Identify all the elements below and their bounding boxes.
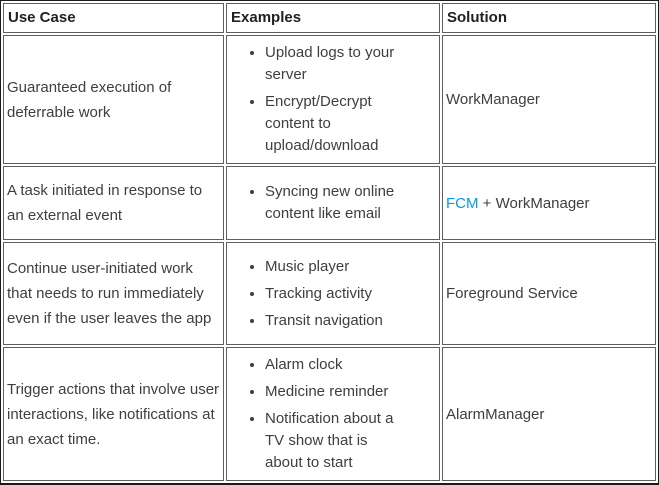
column-header-solution: Solution: [442, 3, 656, 33]
examples-list: Music player Tracking activity Transit n…: [227, 256, 406, 332]
example-item: Tracking activity: [265, 283, 406, 305]
solution-text: WorkManager: [446, 91, 540, 108]
example-item: Upload logs to your server: [265, 42, 406, 86]
use-case-cell: Guaranteed execution of deferrable work: [3, 35, 224, 164]
solution-text: AlarmManager: [446, 405, 545, 423]
table-row-guaranteed-deferrable: Guaranteed execution of deferrable work …: [3, 35, 656, 164]
examples-cell: Music player Tracking activity Transit n…: [226, 242, 440, 345]
examples-list: Upload logs to your server Encrypt/Decry…: [227, 42, 406, 157]
example-item: Syncing new online content like email: [265, 181, 406, 225]
table-row-external-event: A task initiated in response to an exter…: [3, 166, 656, 240]
table-body: Guaranteed execution of deferrable work …: [3, 35, 656, 481]
table-row-exact-time-actions: Trigger actions that involve user intera…: [3, 347, 656, 481]
examples-list: Alarm clock Medicine reminder Notificati…: [227, 354, 406, 474]
use-case-cell: A task initiated in response to an exter…: [3, 166, 224, 240]
use-case-cell: Trigger actions that involve user intera…: [3, 347, 224, 481]
example-item: Transit navigation: [265, 310, 406, 332]
column-header-use-case: Use Case: [3, 3, 224, 33]
solution-cell: AlarmManager: [442, 347, 656, 481]
fcm-link[interactable]: FCM: [446, 194, 479, 212]
examples-list: Syncing new online content like email: [227, 181, 406, 225]
example-item: Notification about a TV show that is abo…: [265, 408, 406, 474]
solution-text: + WorkManager: [478, 194, 590, 212]
column-header-examples: Examples: [226, 3, 440, 33]
examples-cell: Syncing new online content like email: [226, 166, 440, 240]
table-row-user-initiated-immediate: Continue user-initiated work that needs …: [3, 242, 656, 345]
header-row: Use Case Examples Solution: [3, 3, 656, 33]
example-item: Encrypt/Decrypt content to upload/downlo…: [265, 91, 406, 157]
solution-cell: WorkManager: [442, 35, 656, 164]
examples-cell: Upload logs to your server Encrypt/Decry…: [226, 35, 440, 164]
use-case-cell: Continue user-initiated work that needs …: [3, 242, 224, 345]
table-header: Use Case Examples Solution: [3, 3, 656, 33]
examples-cell: Alarm clock Medicine reminder Notificati…: [226, 347, 440, 481]
solution-text: Foreground Service: [446, 285, 578, 302]
example-item: Alarm clock: [265, 354, 406, 376]
solution-cell: Foreground Service: [442, 242, 656, 345]
solution-cell: FCM + WorkManager: [442, 166, 656, 240]
example-item: Medicine reminder: [265, 381, 406, 403]
example-item: Music player: [265, 256, 406, 278]
